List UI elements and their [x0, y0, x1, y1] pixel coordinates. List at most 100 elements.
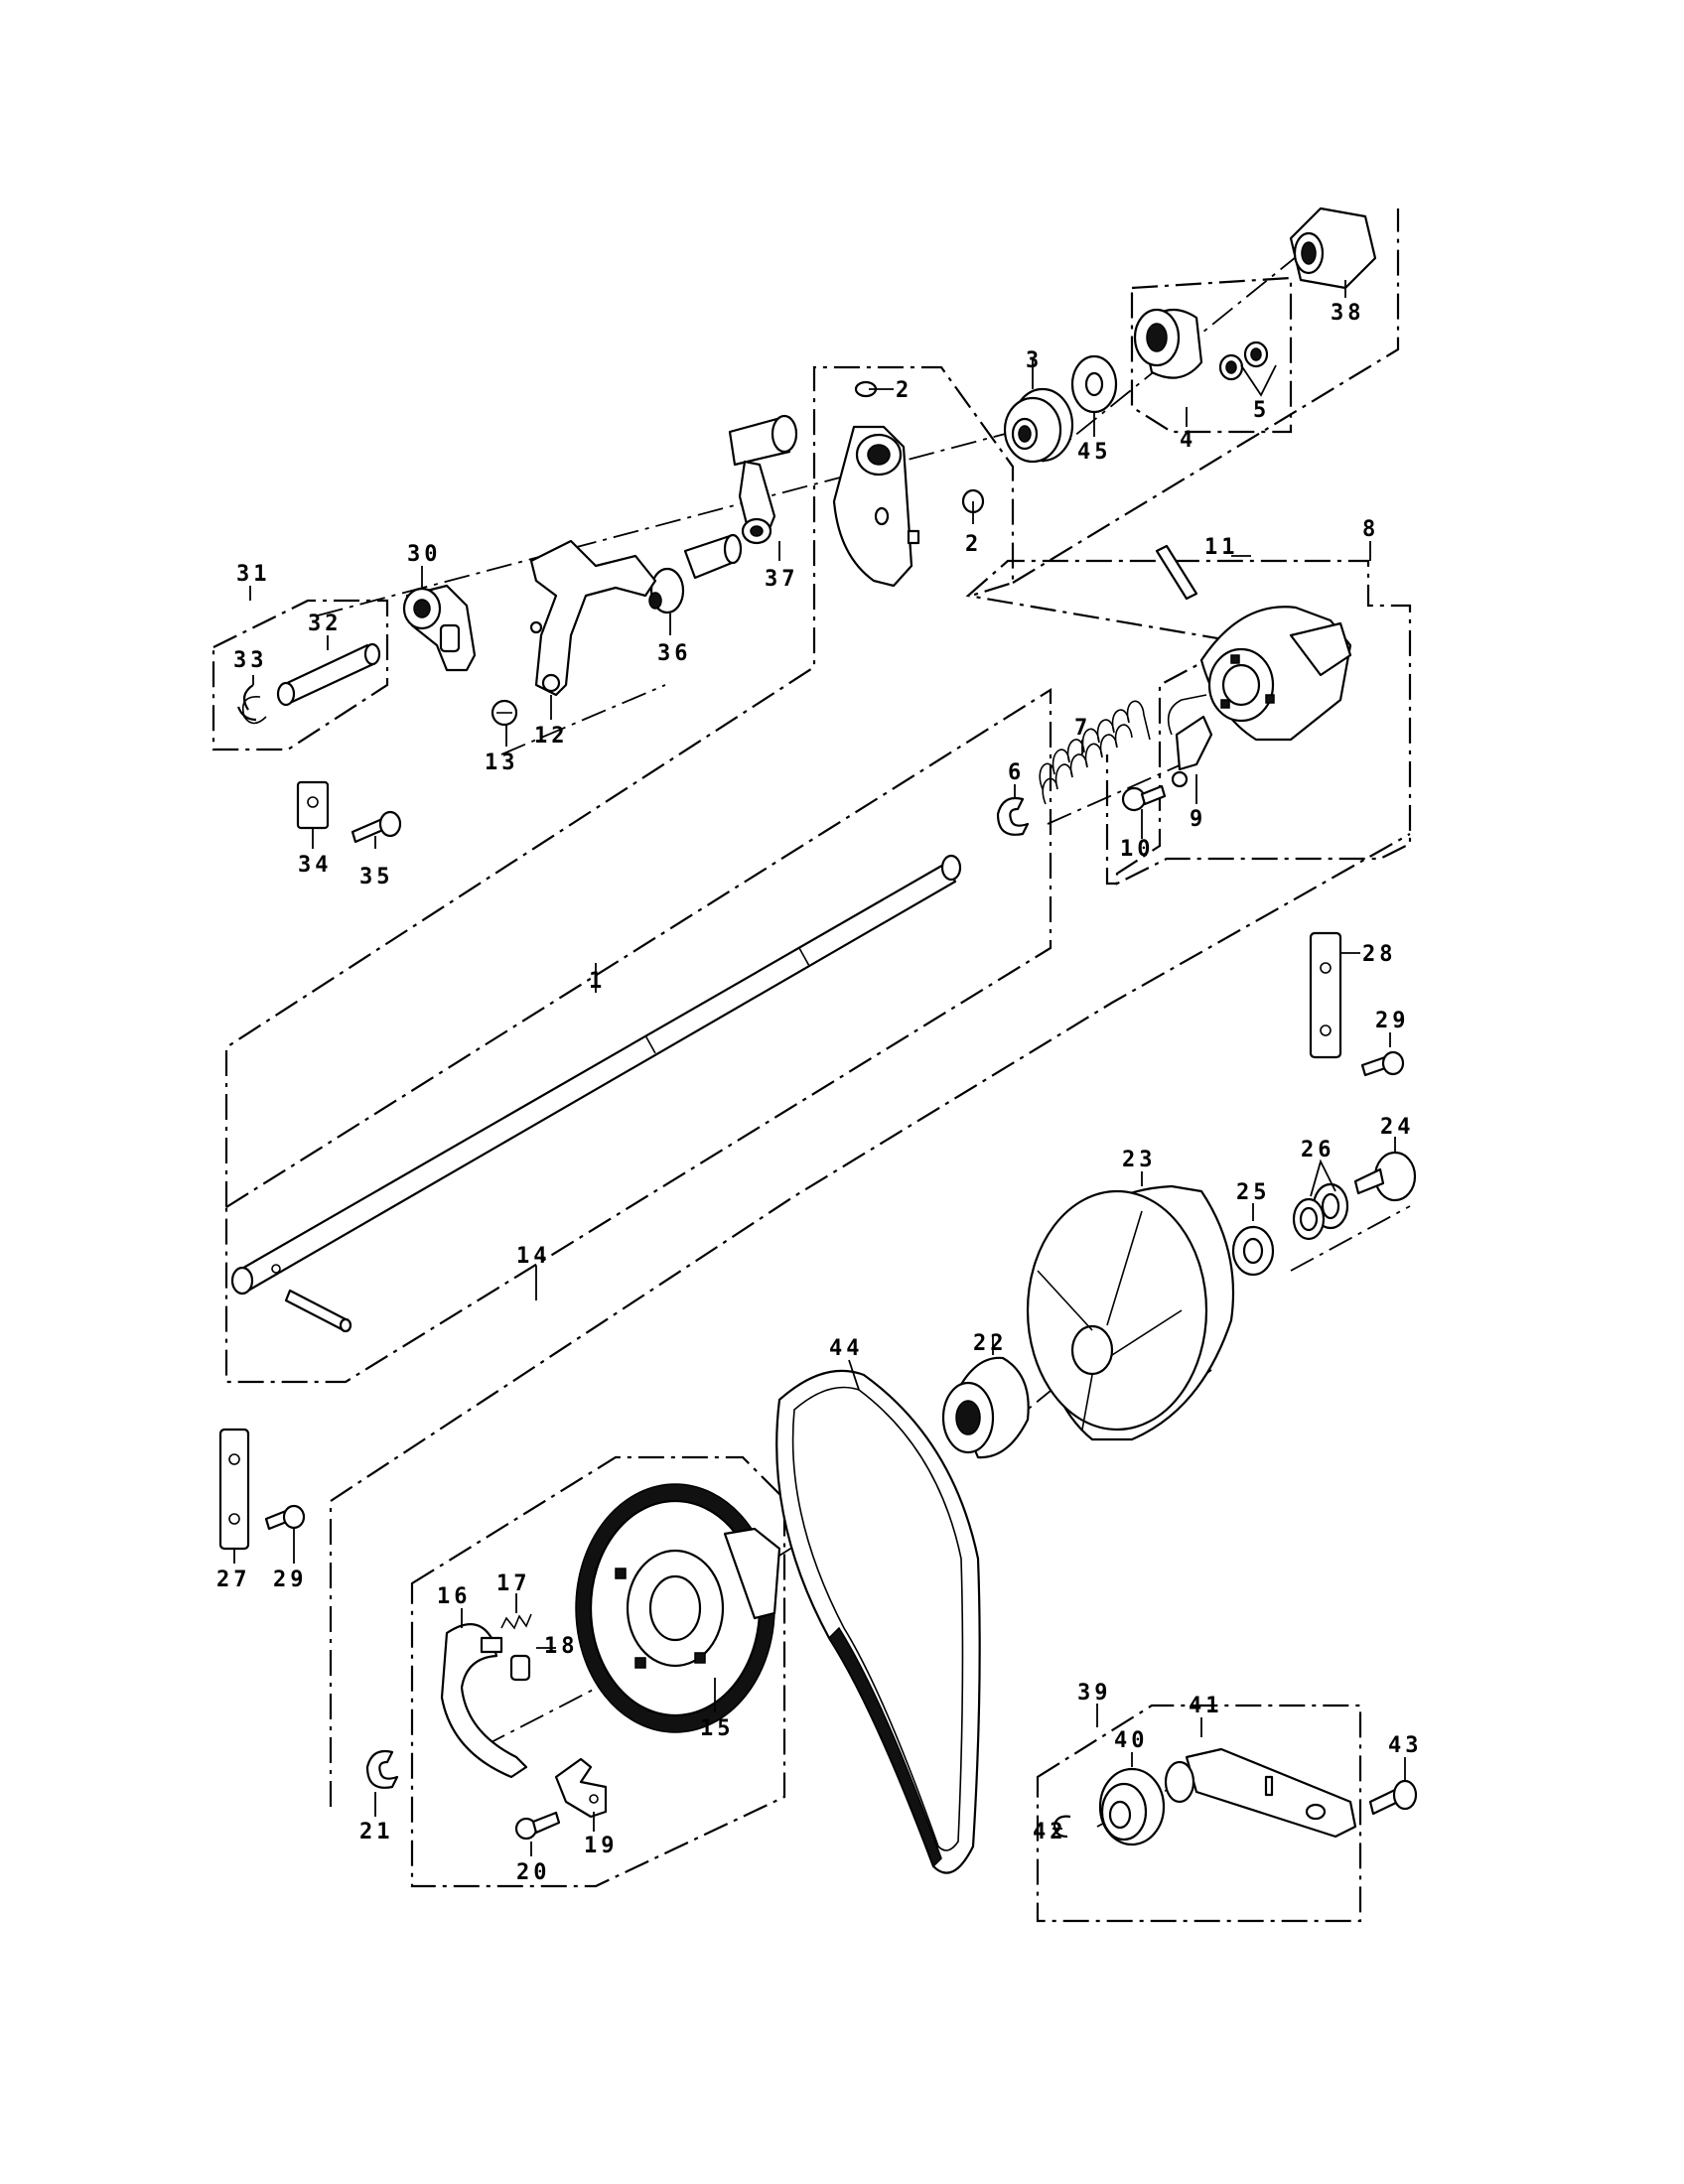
screw-24 — [1353, 1151, 1417, 1202]
callout-24: 24 — [1380, 1115, 1415, 1140]
callout-39: 39 — [1077, 1681, 1112, 1706]
link-37 — [728, 414, 798, 545]
crank-block-2 — [832, 380, 985, 588]
callout-4: 4 — [1180, 428, 1196, 453]
callout-38: 38 — [1331, 301, 1365, 326]
screw-35 — [351, 810, 402, 844]
bushing-3 — [1003, 387, 1074, 464]
screw-29-lower — [264, 1504, 306, 1531]
e-ring-42 — [1052, 1815, 1071, 1839]
hub-22 — [941, 1356, 1030, 1459]
screw-10 — [1121, 784, 1167, 812]
spring-7 — [1039, 700, 1151, 805]
pin-11 — [1155, 544, 1198, 601]
bracket-9 — [1167, 694, 1213, 788]
plate-28 — [1309, 931, 1342, 1059]
brake-drum-15 — [575, 1483, 781, 1733]
screw-43 — [1368, 1779, 1418, 1816]
callout-17: 17 — [496, 1571, 531, 1596]
callout-11: 11 — [1204, 535, 1239, 560]
belt-44 — [775, 1369, 981, 1874]
callout-37: 37 — [765, 567, 799, 592]
callout-22: 22 — [973, 1331, 1008, 1356]
collar-group-boundary — [1012, 208, 1400, 584]
arm-41 — [1164, 1747, 1357, 1839]
pin-18 — [509, 1654, 531, 1682]
callout-7: 7 — [1074, 716, 1091, 741]
screw-29-upper — [1360, 1050, 1405, 1077]
callout-30: 30 — [407, 542, 442, 567]
clutch-subgroup-boundary — [1105, 754, 1117, 886]
callout-42: 42 — [1033, 1820, 1067, 1844]
callout-15: 15 — [700, 1716, 735, 1741]
pulley-40 — [1098, 1767, 1166, 1846]
callout-29-lower: 29 — [273, 1568, 308, 1592]
callout-21: 21 — [359, 1820, 394, 1844]
shaft-upper-boundary — [224, 365, 1015, 1207]
hex-nut-38 — [1289, 206, 1377, 290]
eccentric-36 — [648, 533, 743, 614]
collar-4 — [1133, 308, 1269, 381]
group-boundaries — [211, 208, 1412, 1923]
collar-set-boundary — [1130, 276, 1293, 434]
callout-9: 9 — [1190, 807, 1206, 832]
lower-group-boundary — [329, 833, 1411, 1807]
callout-33: 33 — [233, 648, 268, 673]
callout-45: 45 — [1077, 440, 1112, 465]
callout-10: 10 — [1120, 837, 1155, 862]
callout-32: 32 — [308, 612, 343, 636]
callout-12: 12 — [534, 724, 569, 749]
wheel-23 — [1026, 1184, 1235, 1441]
callout-16: 16 — [437, 1584, 472, 1609]
callout-40: 40 — [1114, 1728, 1149, 1753]
stud-32 — [236, 642, 381, 725]
callout-1: 1 — [589, 969, 606, 994]
callout-5: 5 — [1253, 398, 1270, 423]
callout-44: 44 — [829, 1336, 864, 1361]
callout-23: 23 — [1122, 1148, 1157, 1172]
lever-arm-30 — [402, 584, 477, 672]
callout-6: 6 — [1008, 760, 1025, 785]
callout-18: 18 — [544, 1634, 579, 1659]
stud-set-boundary — [211, 599, 389, 751]
bracket-19 — [554, 1757, 608, 1819]
callout-34: 34 — [298, 853, 333, 878]
callout-36: 36 — [657, 641, 692, 666]
plate-27 — [218, 1428, 250, 1551]
callout-2-top: 2 — [896, 378, 912, 403]
callout-27: 27 — [216, 1568, 251, 1592]
callout-19: 19 — [584, 1834, 619, 1858]
callout-14: 14 — [516, 1244, 551, 1269]
callout-43: 43 — [1388, 1733, 1423, 1758]
leader-lines — [233, 280, 1406, 1856]
plate-34 — [296, 780, 330, 830]
callout-35: 35 — [359, 865, 394, 889]
clutch-group-boundary — [965, 559, 1412, 886]
washer-45 — [1070, 354, 1118, 414]
callout-8: 8 — [1362, 517, 1379, 542]
callout-2-side: 2 — [965, 532, 982, 557]
pulley-arm-boundary — [1036, 1704, 1362, 1923]
washer-25 — [1231, 1225, 1275, 1277]
callout-31: 31 — [236, 562, 271, 587]
lever-12 — [491, 539, 657, 727]
washers-26 — [1292, 1182, 1349, 1241]
callout-20: 20 — [516, 1860, 551, 1885]
main-shaft — [230, 854, 962, 1333]
callout-3: 3 — [1026, 348, 1043, 373]
e-ring-21 — [365, 1749, 399, 1789]
brake-group-boundary — [410, 1455, 786, 1888]
screw-20 — [514, 1811, 561, 1841]
callout-29-upper: 29 — [1375, 1009, 1410, 1033]
brake-shoe-16 — [440, 1623, 528, 1779]
callout-13: 13 — [485, 751, 519, 775]
clutch-housing-8 — [1199, 606, 1352, 742]
callout-28: 28 — [1362, 942, 1397, 967]
callout-25: 25 — [1236, 1180, 1271, 1205]
callout-26: 26 — [1301, 1138, 1335, 1162]
e-ring-6 — [996, 796, 1030, 836]
callout-41: 41 — [1189, 1694, 1223, 1718]
shaft-group-boundary — [224, 688, 1052, 1384]
spring-17 — [500, 1613, 532, 1630]
